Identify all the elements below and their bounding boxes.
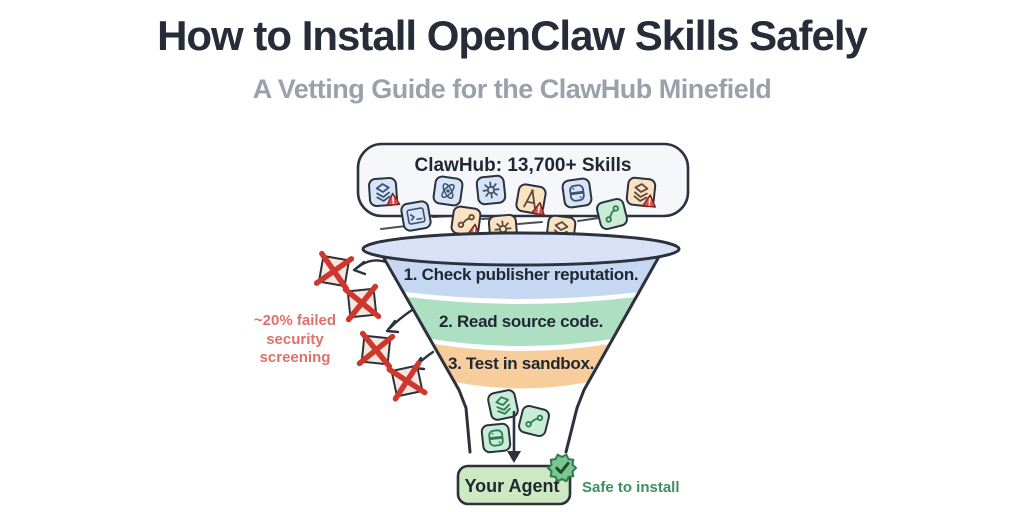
funnel-walls bbox=[379, 251, 663, 454]
rejected-skill-icon bbox=[386, 360, 428, 402]
skill-icon-branch bbox=[596, 198, 628, 230]
skill-icon-atom bbox=[432, 175, 464, 207]
skill-icon-layers bbox=[625, 176, 657, 208]
skill-icon-python bbox=[480, 422, 512, 454]
reject-arrowhead bbox=[385, 319, 400, 334]
funnel-step-3-label: 3. Test in sandbox. bbox=[448, 354, 594, 373]
motion-dashes bbox=[380, 215, 600, 230]
rejected-skill-icon bbox=[342, 283, 382, 323]
rejected-skill-icon bbox=[356, 330, 396, 370]
funnel-step-1-band bbox=[384, 254, 660, 299]
skill-icon-branch bbox=[518, 405, 550, 437]
rejected-skill-icons bbox=[313, 250, 428, 402]
skill-icon-terminal bbox=[400, 200, 432, 232]
reject-arrow bbox=[388, 308, 414, 330]
page-title: How to Install OpenClaw Skills Safely bbox=[157, 12, 868, 59]
funnel-step-3-band bbox=[434, 344, 610, 389]
check-icon bbox=[555, 461, 570, 474]
verified-badge-icon bbox=[547, 453, 577, 483]
skill-icon-layers bbox=[368, 177, 401, 207]
funnel-step-1-label: 1. Check publisher reputation. bbox=[404, 265, 639, 284]
reject-arrowhead bbox=[352, 260, 367, 276]
failed-screening-note: ~20% failed security screening bbox=[254, 312, 336, 366]
skill-icon-layers bbox=[487, 389, 519, 421]
approved-skill-icons bbox=[480, 389, 550, 454]
funnel-rim bbox=[361, 231, 681, 267]
rejected-skill-icon bbox=[313, 250, 355, 292]
flow-down-arrow bbox=[507, 410, 521, 463]
safe-to-install-label: Safe to install bbox=[582, 479, 680, 496]
hub-skill-icons bbox=[368, 174, 657, 247]
skill-icon-python bbox=[561, 177, 593, 209]
agent-label: Your Agent bbox=[465, 476, 560, 496]
hub-label: ClawHub: 13,700+ Skills bbox=[414, 155, 631, 176]
skill-icon-gear bbox=[475, 174, 507, 206]
skill-icon-branch bbox=[450, 205, 482, 238]
funnel-step-2-band bbox=[407, 297, 636, 346]
note-line-2: security bbox=[266, 331, 324, 348]
page-subtitle: A Vetting Guide for the ClawHub Minefiel… bbox=[252, 74, 772, 104]
funnel-step-2-label: 2. Read source code. bbox=[439, 312, 603, 331]
agent-box bbox=[456, 464, 572, 506]
note-line-1: ~20% failed bbox=[254, 312, 336, 329]
skill-icon-compass bbox=[515, 183, 547, 216]
note-line-3: screening bbox=[260, 349, 331, 366]
